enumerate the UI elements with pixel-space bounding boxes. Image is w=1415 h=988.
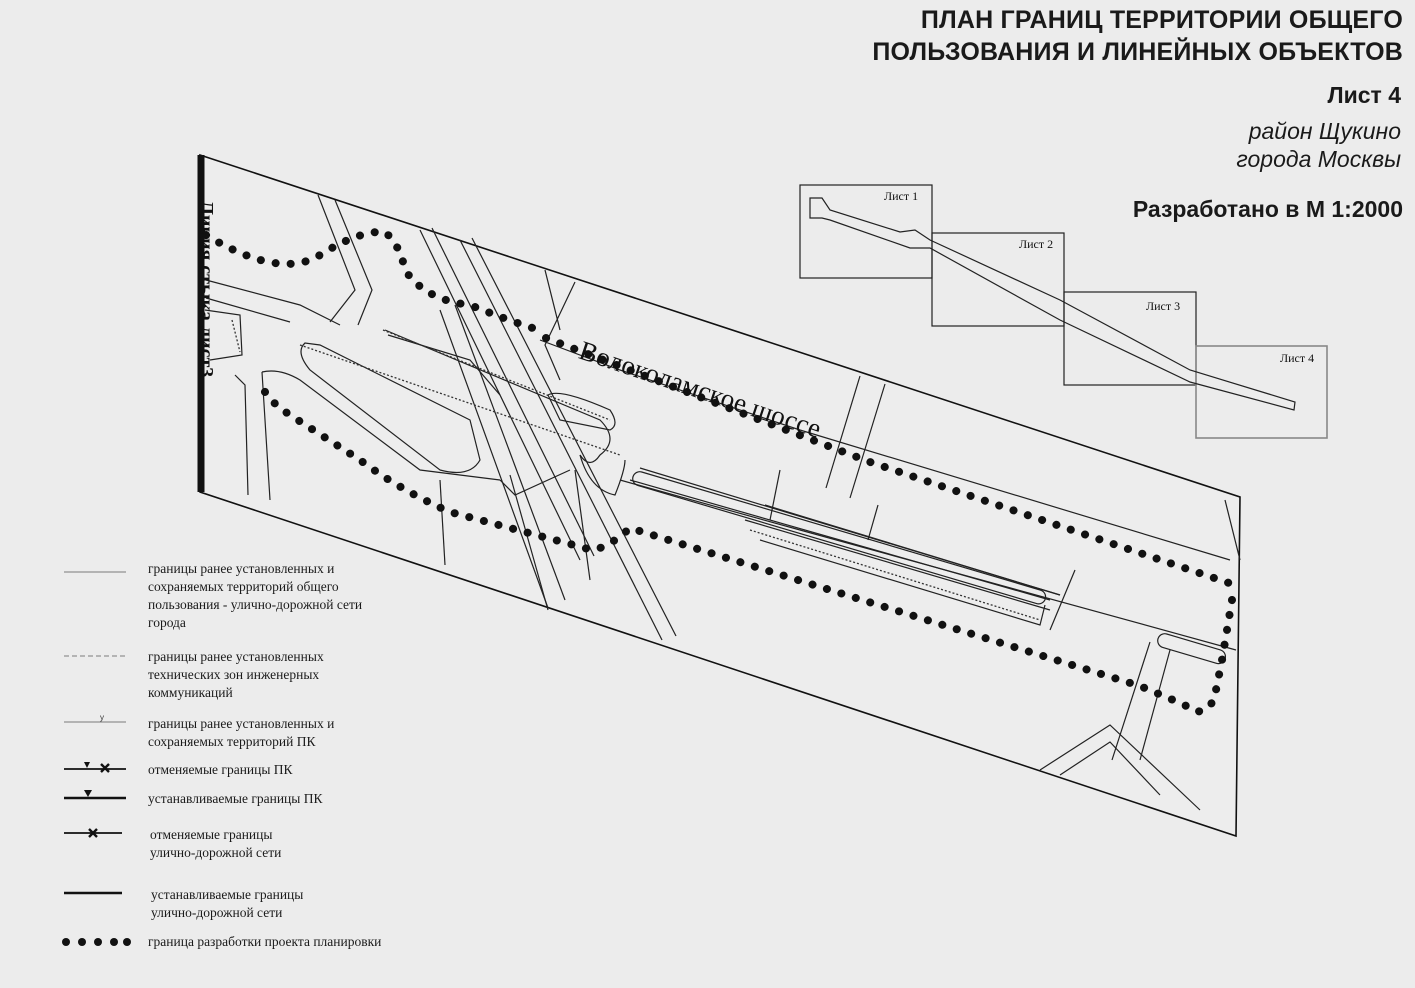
planning-boundary-dots [202,227,1236,716]
road-lines [204,194,1241,811]
title-line-1: ПЛАН ГРАНИЦ ТЕРРИТОРИИ ОБЩЕГО [920,6,1403,34]
pk-boundaries [231,319,1041,621]
index-sheet-2 [931,232,1065,327]
legend-item-text: границы ранее установленных технических … [148,649,324,700]
index-label-2: Лист 2 [1019,237,1053,251]
joint-line-label: Линия стыка лист3 [195,200,217,378]
legend-item-text: отменяемые границы ПК [148,762,293,777]
index-map [799,184,1328,439]
index-label-4: Лист 4 [1280,351,1314,365]
scale-note: Разработано в М 1:2000 [1132,196,1403,222]
index-sheet-4 [1195,345,1328,439]
index-sheet-1 [799,184,933,279]
district-line-2: города Москвы [1236,146,1401,172]
index-label-1: Лист 1 [884,189,918,203]
legend-item-text: устанавливаемые границы ПК [148,791,323,806]
index-label-3: Лист 3 [1146,299,1180,313]
legend-item-text: граница разработки проекта планировки [148,934,382,949]
legend-item-text: отменяемые границы улично-дорожной сети [150,827,282,860]
legend-item-text: границы ранее установленных и сохраняемы… [148,561,363,630]
svg-text:у: у [100,713,104,722]
district-line-1: район Щукино [1248,118,1401,144]
legend-symbols: у [62,571,131,946]
legend-item-text: устанавливаемые границы улично-дорожной … [151,887,304,920]
title-line-2: ПОЛЬЗОВАНИЯ И ЛИНЕЙНЫХ ОБЪЕКТОВ [872,38,1403,66]
index-sheet-3 [1063,291,1197,386]
legend-item-text: границы ранее установленных и сохраняемы… [148,716,335,749]
sheet-number: Лист 4 [1327,82,1401,108]
